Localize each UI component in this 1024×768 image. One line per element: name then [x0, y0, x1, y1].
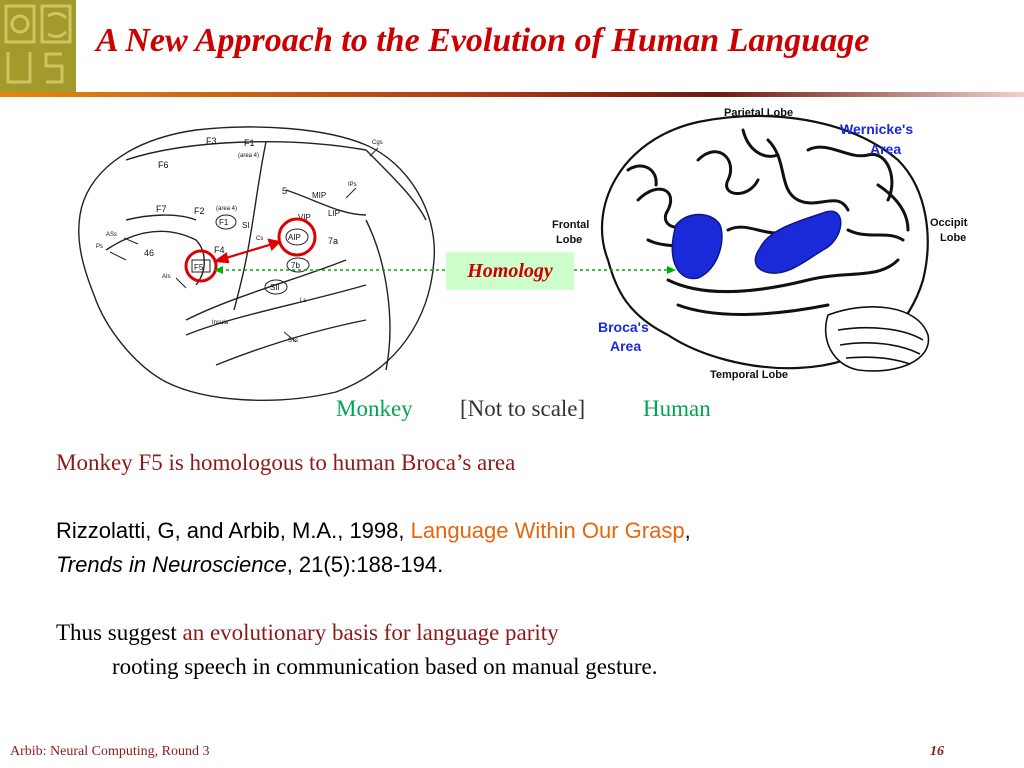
- monkey-brain-diagram: F3 F1 (area 4) Cgs F6 5 IPs MIP LIP F7 F…: [78, 126, 435, 401]
- label-aip: AIP: [288, 233, 301, 242]
- label-cs: Cs: [256, 236, 263, 242]
- caption-monkey: Monkey: [336, 396, 413, 421]
- label-occipital-2: Lobe: [940, 232, 966, 244]
- title-rule: [0, 92, 1024, 97]
- label-sts: STs: [288, 338, 298, 344]
- label-wernicke-1: Wernicke's: [840, 121, 913, 137]
- slide-title: A New Approach to the Evolution of Human…: [96, 22, 870, 59]
- label-46: 46: [144, 248, 154, 258]
- ref-authors: Rizzolatti, G, and Arbib, M.A., 1998,: [56, 518, 411, 543]
- label-f1-mid: F1: [219, 218, 229, 227]
- label-f5: F5: [194, 263, 204, 272]
- label-parietal: Parietal Lobe: [724, 107, 793, 119]
- label-ass: ASs: [106, 232, 117, 238]
- ref-comma: ,: [684, 518, 691, 543]
- caption-human: Human: [643, 396, 711, 421]
- label-broca-1: Broca's: [598, 319, 649, 335]
- thus-line-1: Thus suggest an evolutionary basis for l…: [56, 620, 559, 646]
- reference-line-1: Rizzolatti, G, and Arbib, M.A., 1998, La…: [56, 518, 691, 544]
- caption-scale: [Not to scale]: [460, 396, 586, 421]
- thus-prefix: Thus suggest: [56, 620, 183, 645]
- label-f6: F6: [158, 160, 169, 170]
- label-f3: F3: [206, 136, 217, 146]
- label-7b: 7b: [291, 261, 300, 270]
- homology-connector: [214, 266, 676, 274]
- label-f7: F7: [156, 204, 167, 214]
- label-ais: AIs: [162, 274, 171, 280]
- label-f2: F2: [194, 206, 205, 216]
- label-sii: SII: [270, 283, 280, 292]
- label-wernicke-2: Area: [870, 141, 901, 157]
- label-occipital-1: Occipital: [930, 217, 968, 229]
- homology-statement: Monkey F5 is homologous to human Broca’s…: [56, 450, 516, 475]
- ref-title: Language Within Our Grasp: [410, 518, 685, 543]
- ref-journal: Trends in Neuroscience: [56, 552, 287, 577]
- label-ps: Ps: [96, 244, 103, 250]
- usc-logo: [0, 0, 76, 92]
- label-5: 5: [282, 186, 287, 196]
- label-f1-top: F1: [244, 138, 255, 148]
- label-area4-top: (area 4): [238, 153, 259, 159]
- homology-label: Homology: [446, 252, 574, 290]
- thus-line-2: rooting speech in communication based on…: [112, 654, 658, 679]
- label-si: SI: [242, 221, 250, 230]
- label-insula: Insula: [212, 320, 229, 326]
- thus-highlight: an evolutionary basis for language parit…: [182, 620, 559, 645]
- ref-details: , 21(5):188-194.: [286, 552, 444, 577]
- label-broca-2: Area: [610, 338, 641, 354]
- label-area4: (area 4): [216, 206, 237, 212]
- footer-text: Arbib: Neural Computing, Round 3: [10, 744, 210, 759]
- reference-line-2: Trends in Neuroscience, 21(5):188-194.: [56, 552, 443, 578]
- label-temporal: Temporal Lobe: [710, 369, 788, 381]
- label-lip: LIP: [328, 209, 340, 218]
- label-cgs: Cgs: [372, 140, 383, 146]
- label-ips: IPs: [348, 182, 357, 188]
- label-f4: F4: [214, 245, 225, 255]
- page-number: 16: [930, 744, 944, 759]
- label-7a: 7a: [328, 236, 338, 246]
- label-mip: MIP: [312, 191, 326, 200]
- label-ls: Ls: [300, 298, 306, 304]
- label-vip: VIP: [298, 213, 311, 222]
